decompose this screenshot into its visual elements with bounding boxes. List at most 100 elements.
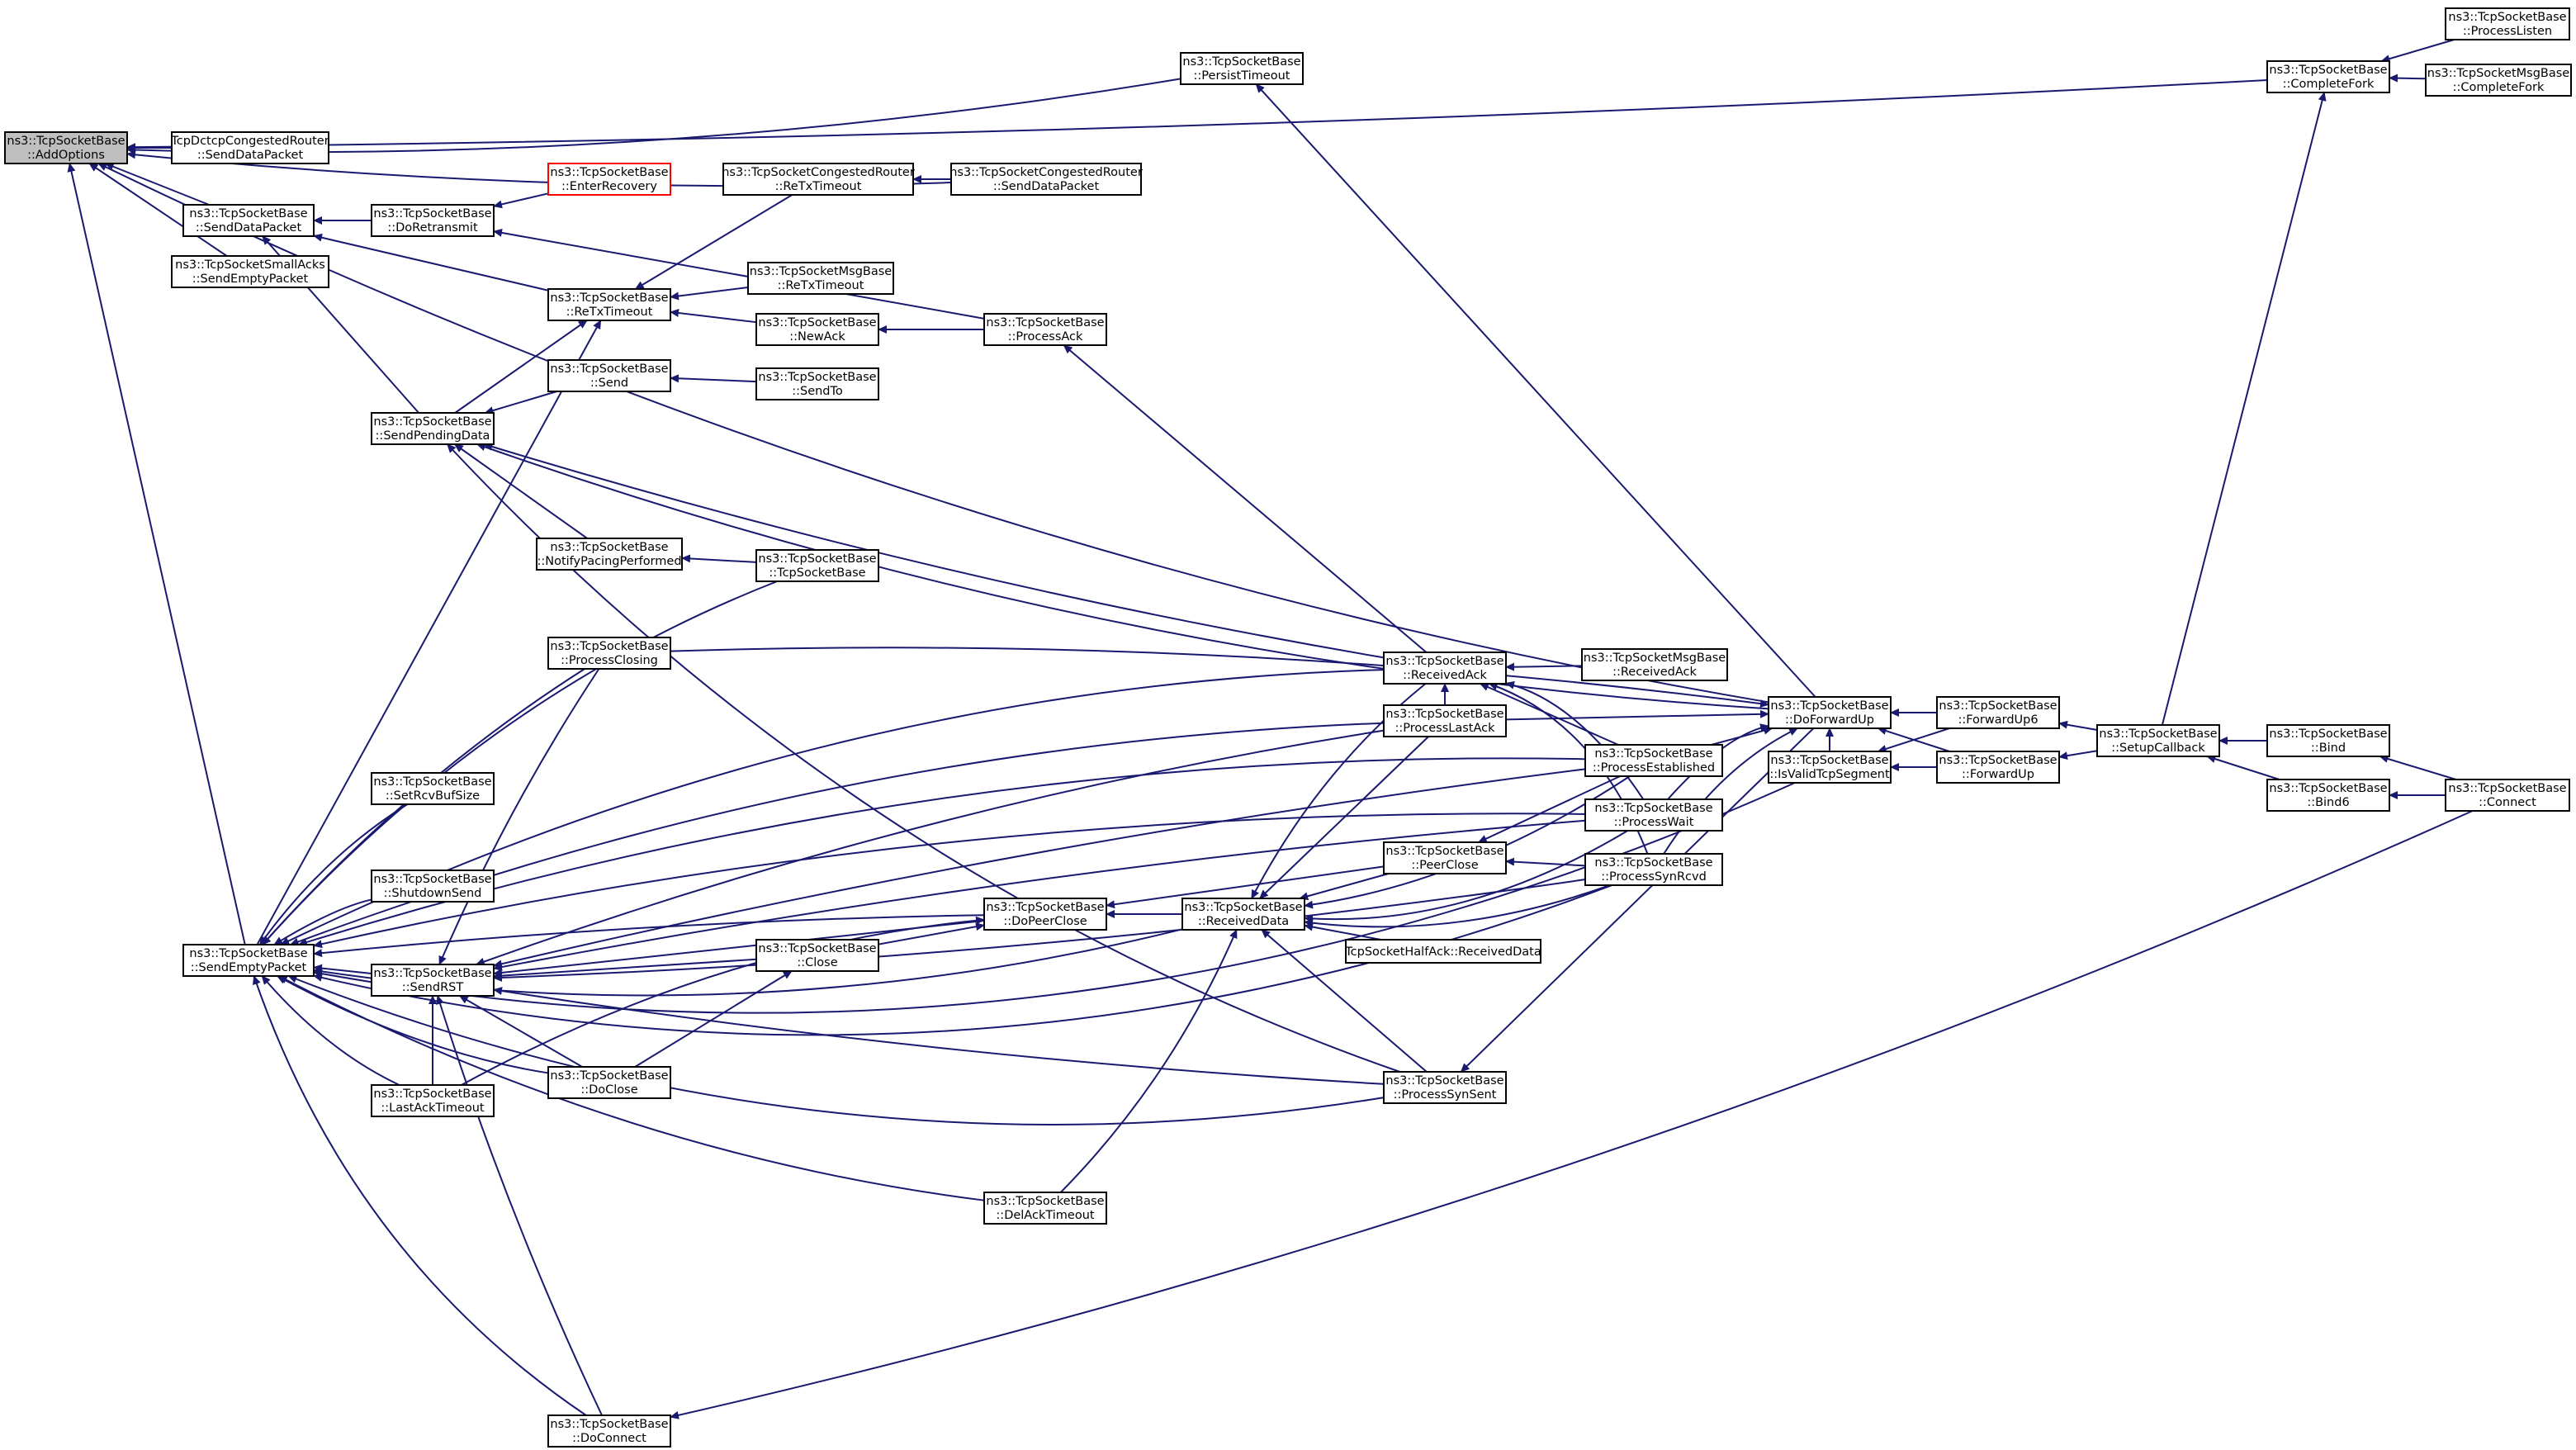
node-label-line1: ns3::TcpSocketMsgBase [1584,652,1726,665]
graph-node-n27[interactable]: ns3::TcpSocketBase::ProcessAck [983,313,1107,346]
graph-node-n28[interactable]: ns3::TcpSocketBase::DoPeerClose [983,898,1107,931]
node-box [983,1192,1107,1225]
edge-n14-to-n7 [484,391,557,415]
graph-node-n33[interactable]: ns3::TcpSocketBase::PeerClose [1383,841,1507,874]
graph-node-n34[interactable]: TcpSocketHalfAck::ReceivedData [1344,939,1541,964]
node-label-line2: ::LastAckTimeout [381,1102,485,1115]
node-label-line2: ::ReTxTimeout [566,306,653,319]
node-label-line1: ns3::TcpSocketBase [373,1088,491,1101]
graph-node-n17[interactable]: ns3::TcpSocketBase::DoClose [547,1066,671,1099]
graph-node-n3[interactable]: ns3::TcpSocketBase::SendDataPacket [182,204,315,237]
node-box [1581,648,1728,681]
graph-node-n18[interactable]: ns3::TcpSocketBase::DoConnect [547,1414,671,1448]
graph-node-n9[interactable]: ns3::TcpSocketBase::ShutdownSend [371,870,495,903]
graph-node-n35[interactable]: ns3::TcpSocketBase::ProcessSynSent [1383,1071,1507,1104]
node-label-line2: ::DoRetransmit [387,221,478,235]
graph-node-n46[interactable]: ns3::TcpSocketBase::ProcessListen [2445,7,2570,40]
edge-n15-to-n7 [453,443,588,539]
node-label-line2: ::EnterRecovery [561,180,657,193]
node-label-line1: ns3::TcpSocketBase [986,901,1104,914]
node-label-line2: ::ProcessWait [1614,816,1694,829]
graph-node-n45[interactable]: ns3::TcpSocketBase::CompleteFork [2266,60,2390,93]
edge-n3-to-n1 [104,163,210,206]
graph-node-n16[interactable]: ns3::TcpSocketBase::ProcessClosing [547,637,671,670]
edge-n27-to-n6 [493,228,985,320]
graph-node-n48[interactable]: ns3::TcpSocketBase::Bind [2266,724,2390,757]
edge-n11-to-n5 [261,975,400,1086]
node-label-line2: ::NotifyPacingPerformed [537,555,681,568]
graph-node-n40[interactable]: ns3::TcpSocketBase::DoForwardUp [1768,696,1892,729]
graph-node-n8[interactable]: ns3::TcpSocketBase::SetRcvBufSize [371,772,495,805]
node-box [755,939,879,972]
graph-node-n4[interactable]: ns3::TcpSocketSmallAcks::SendEmptyPacket [171,255,329,288]
node-label-line1: ns3::TcpSocketBase [2269,727,2387,741]
edge-n32-to-n40 [1505,709,1769,721]
graph-node-n15[interactable]: ns3::TcpSocketBase::NotifyPacingPerforme… [536,538,683,571]
graph-node-n22[interactable]: ns3::TcpSocketBase::SendTo [755,367,879,400]
edge-n45-to-n1 [126,78,2268,152]
node-label-line2: ::ProcessClosing [561,654,658,667]
graph-node-n43[interactable]: ns3::TcpSocketBase::ForwardUp [1936,751,2060,784]
node-label-line2: ::DoPeerClose [1003,915,1087,928]
graph-node-n21[interactable]: ns3::TcpSocketBase::NewAck [755,313,879,346]
node-label-line2: ::SendEmptyPacket [191,961,307,974]
graph-node-n19[interactable]: ns3::TcpSocketCongestedRouter::ReTxTimeo… [722,163,915,196]
graph-node-n32[interactable]: ns3::TcpSocketBase::ProcessLastAck [1383,704,1507,737]
graph-node-n44[interactable]: ns3::TcpSocketBase::SetupCallback [2096,724,2220,757]
node-label-line1: ns3::TcpSocketBase [373,873,491,886]
graph-node-n10[interactable]: ns3::TcpSocketBase::SendRST [371,964,495,997]
graph-node-n24[interactable]: ns3::TcpSocketBase::Close [755,939,879,972]
graph-node-n5[interactable]: ns3::TcpSocketBase::SendEmptyPacket [182,944,315,977]
node-label-line2: ::ShutdownSend [384,887,482,900]
graph-node-n42[interactable]: ns3::TcpSocketBase::ForwardUp6 [1936,696,2060,729]
node-label-line1: ns3::TcpSocketBase [1939,699,2057,713]
node-box [1936,751,2060,784]
graph-node-n41[interactable]: ns3::TcpSocketBase::IsValidTcpSegment [1768,751,1892,784]
edge-n10-to-n5 [313,964,372,975]
graph-node-n14[interactable]: ns3::TcpSocketBase::Send [547,359,671,392]
graph-node-n39[interactable]: ns3::TcpSocketBase::ProcessSynRcvd [1584,853,1723,886]
graph-node-n13[interactable]: ns3::TcpSocketBase::ReTxTimeout [547,288,671,321]
edge-n11-to-n28 [461,916,985,1086]
graph-node-n6[interactable]: ns3::TcpSocketBase::DoRetransmit [371,204,495,237]
graph-node-n49[interactable]: ns3::TcpSocketBase::Bind6 [2266,779,2390,812]
graph-node-n31[interactable]: ns3::TcpSocketBase::ReceivedAck [1383,652,1507,685]
graph-node-n7[interactable]: ns3::TcpSocketBase::SendPendingData [371,412,495,445]
node-label-line2: ::SendDataPacket [196,221,302,235]
node-label-line1: ns3::TcpSocketBase [550,1418,668,1431]
graph-node-n25[interactable]: ns3::TcpSocketBase::PersistTimeout [1180,52,1304,85]
node-label-line1: ns3::TcpSocketBase [1385,708,1503,721]
node-label-line1: ns3::TcpSocketBase [373,775,491,789]
graph-node-n11[interactable]: ns3::TcpSocketBase::LastAckTimeout [371,1084,495,1117]
graph-node-n36[interactable]: ns3::TcpSocketMsgBase::ReceivedAck [1581,648,1728,681]
graph-node-n1[interactable]: ns3::TcpSocketBase::AddOptions [4,131,128,164]
graph-node-n38[interactable]: ns3::TcpSocketBase::ProcessWait [1584,798,1723,832]
graph-node-n2[interactable]: TcpDctcpCongestedRouter::SendDataPacket [170,131,329,164]
edge-n37-to-n31 [1480,683,1619,746]
node-label-line1: ns3::TcpSocketCongestedRouter [722,166,915,179]
edge-n29-to-n5 [277,975,985,1201]
node-label-line1: ns3::TcpSocketBase [1385,1074,1503,1088]
node-label-line2: ::ProcessEstablished [1593,761,1715,775]
graph-node-n37[interactable]: ns3::TcpSocketBase::ProcessEstablished [1584,744,1723,777]
graph-node-n47[interactable]: ns3::TcpSocketMsgBase::CompleteFork [2425,64,2572,97]
graph-node-n26[interactable]: ns3::TcpSocketCongestedRouter::SendDataP… [949,163,1143,196]
edge-n33-to-n28 [1106,865,1385,909]
node-box [2266,724,2390,757]
graph-node-n30[interactable]: ns3::TcpSocketBase::ReceivedData [1181,898,1305,931]
edge-n31-to-n27 [1063,344,1428,653]
node-box [755,367,879,400]
node-box [371,964,495,997]
node-box [1584,744,1723,777]
graph-node-n20[interactable]: ns3::TcpSocketMsgBase::ReTxTimeout [747,262,894,295]
graph-node-n23[interactable]: ns3::TcpSocketBase::TcpSocketBase [755,549,879,582]
node-box [4,131,128,164]
graph-node-n50[interactable]: ns3::TcpSocketBase::Connect [2445,779,2570,812]
graph-node-n12[interactable]: ns3::TcpSocketBase::EnterRecovery [547,163,671,196]
node-label-line2: ::ProcessSynRcvd [1601,870,1707,884]
node-label-line2: ::Send [590,377,628,390]
edge-n5-to-n13 [256,320,602,945]
graph-node-n29[interactable]: ns3::TcpSocketBase::DelAckTimeout [983,1192,1107,1225]
edge-n49-to-n44 [2206,755,2280,780]
node-label-line1: ns3::TcpSocketBase [986,1195,1104,1208]
